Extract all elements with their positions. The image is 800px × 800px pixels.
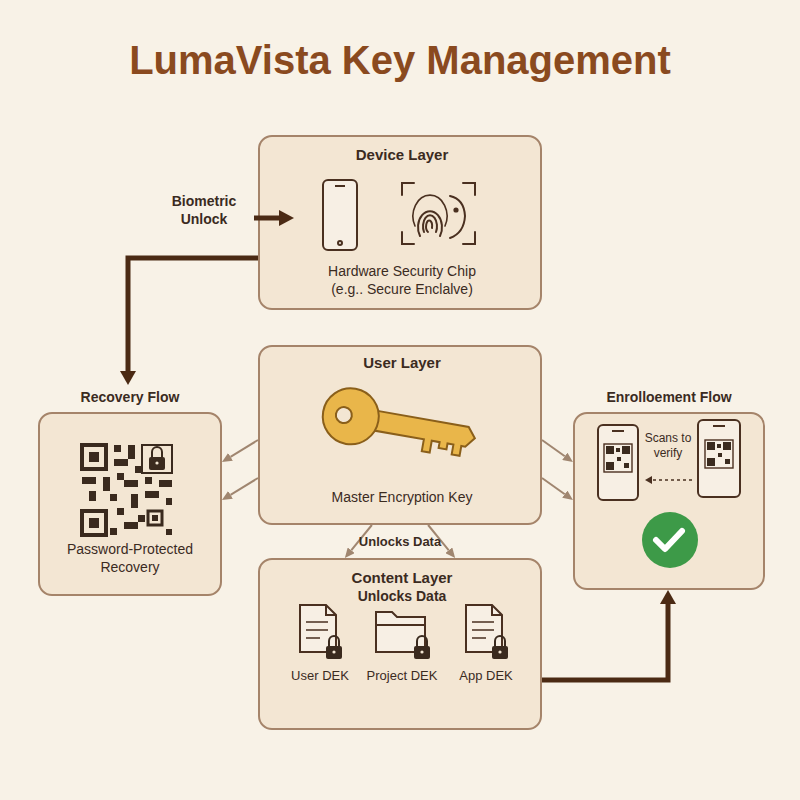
scan-note: Scans to verify xyxy=(642,431,694,462)
biometric-icon xyxy=(402,183,475,244)
flow-arrow xyxy=(128,258,258,371)
flow-box: Enrolloement FlowScans to verify xyxy=(573,385,765,590)
free-label: Biometric Unlock xyxy=(158,192,250,228)
node-heading: User Layer xyxy=(260,353,544,372)
key-item: Project DEK xyxy=(357,625,447,695)
key-illustration xyxy=(318,384,479,466)
item-label: App DEK xyxy=(451,668,521,685)
key-arrow xyxy=(231,478,259,495)
node-subheading: Unlocks Data xyxy=(260,588,544,606)
key-arrow xyxy=(542,440,565,456)
document-icon xyxy=(300,605,336,652)
edge-label: Unlocks Data xyxy=(355,534,445,551)
key-arrow xyxy=(542,478,565,494)
node-heading: Content Layer xyxy=(260,568,544,587)
phone-icon xyxy=(323,180,357,250)
lock-icon xyxy=(326,636,342,659)
lock-icon xyxy=(492,636,508,659)
node-body: Password-Protected Recovery xyxy=(38,541,222,577)
layer-box: User LayerMaster Encryption Key xyxy=(258,345,542,525)
qr-code xyxy=(82,445,172,535)
node-heading: Device Layer xyxy=(260,145,544,164)
layer-box: Device LayerHardware Security Chip (e.g.… xyxy=(258,135,542,310)
node-heading: Recovery Flow xyxy=(38,389,222,407)
scan-arrow xyxy=(645,476,692,484)
node-body: Hardware Security Chip (e.g.. Secure Enc… xyxy=(317,263,487,299)
flow-box: Recovery FlowPassword-Protected Recovery xyxy=(38,385,222,596)
item-label: User DEK xyxy=(285,668,355,685)
node-heading: Enrolloement Flow xyxy=(573,389,765,407)
enroll-phones xyxy=(598,420,740,500)
diagram-title: LumaVista Key Management xyxy=(0,38,800,83)
folder-icon xyxy=(376,612,425,652)
node-body: Master Encryption Key xyxy=(260,489,544,507)
key-item: User DEK xyxy=(285,625,355,695)
layer-box: Content LayerUnlocks DataUser DEKProject… xyxy=(258,558,542,730)
key-arrow xyxy=(231,440,259,457)
check-badge xyxy=(642,512,698,568)
item-label: Project DEK xyxy=(357,668,447,685)
lock-icon xyxy=(414,636,430,659)
enroll-qr xyxy=(606,442,731,470)
biometric-arrow xyxy=(254,210,294,226)
flow-arrow xyxy=(542,604,668,680)
document-icon xyxy=(466,605,502,652)
key-item: App DEK xyxy=(451,625,521,695)
